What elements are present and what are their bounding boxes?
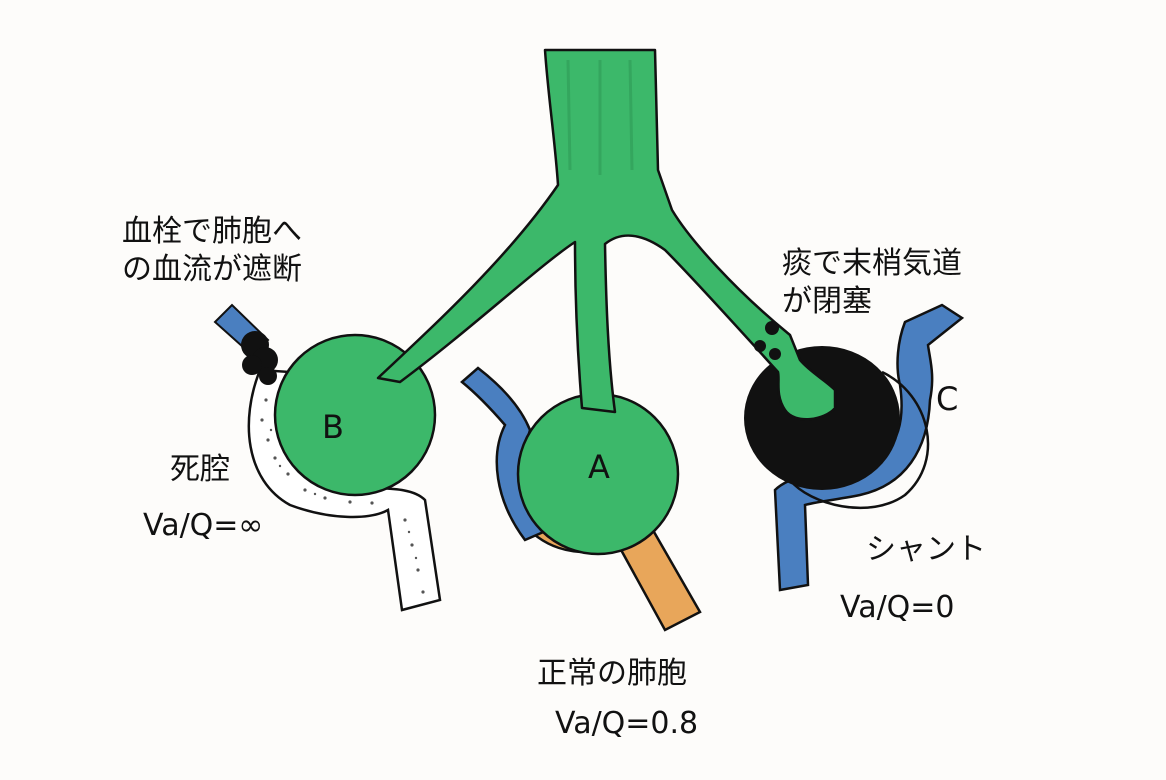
- deoxygenated-vessel-c: [773, 303, 965, 592]
- mucus-plug: [744, 346, 900, 490]
- alveolus-b-note-line2: の血流が遮断: [122, 252, 302, 287]
- sputum-plug: [754, 321, 781, 360]
- alveolus-c-note-line2: が閉塞: [782, 284, 872, 319]
- alveolus-a-group: [460, 366, 702, 632]
- alveolus-c-outline: [789, 370, 930, 510]
- alveolus-b-note-line1: 血栓で肺胞へ: [122, 214, 302, 249]
- shunt-label: シャント: [866, 532, 986, 567]
- airway-texture: [566, 59, 634, 175]
- airway: [376, 48, 837, 421]
- blocked-vessel-dots: [260, 398, 425, 594]
- normal-alveolus-ratio: Va/Q=0.8: [555, 706, 699, 741]
- alveolus-c-note-line1: 痰で末梢気道: [782, 246, 962, 281]
- shunt-ratio: Va/Q=0: [840, 590, 955, 625]
- normal-alveolus-label: 正常の肺胞: [537, 656, 687, 691]
- dead-space-label: 死腔: [170, 452, 230, 487]
- alveolus-c-letter: C: [936, 380, 959, 418]
- thrombus: [241, 331, 278, 385]
- alveolus-b-letter: B: [322, 408, 344, 446]
- airway-tree: [376, 48, 837, 421]
- dead-space-ratio: Va/Q=∞: [143, 508, 264, 543]
- alveolus-a-letter: A: [588, 448, 610, 486]
